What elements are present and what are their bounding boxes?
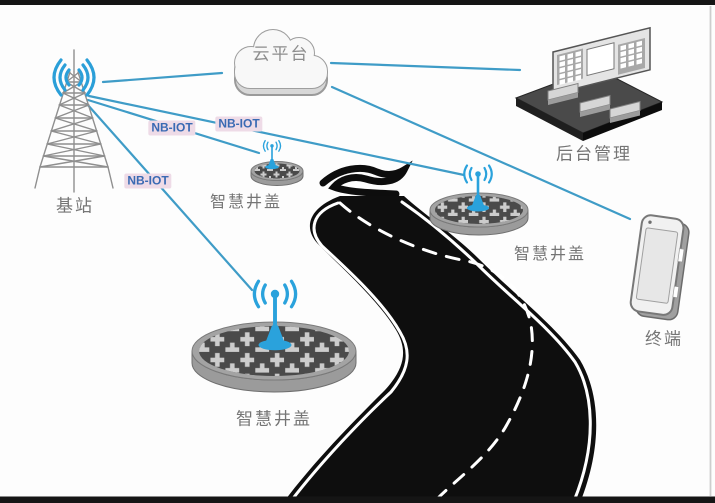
smart-manhole-label-bottom: 智慧井盖 bbox=[236, 409, 312, 429]
cloud-icon bbox=[234, 29, 328, 96]
phone-camera-dot bbox=[648, 220, 652, 224]
road-surface bbox=[283, 196, 597, 503]
road-far-squiggle bbox=[319, 160, 413, 198]
line-cloud-terminal bbox=[330, 85, 632, 221]
line-tower-manhole-right bbox=[87, 94, 466, 177]
radio-tower-icon bbox=[34, 49, 114, 193]
smartphone-icon bbox=[629, 214, 690, 321]
manhole-cover-antenna-icon bbox=[429, 164, 529, 236]
nbiot-link-label: NB-IOT bbox=[148, 120, 196, 136]
line-cloud-backend bbox=[329, 61, 522, 72]
base-station-label: 基站 bbox=[56, 196, 94, 216]
cloud-platform-label: 云平台 bbox=[252, 44, 310, 64]
signal-waves-icon bbox=[52, 58, 96, 97]
connection-lines bbox=[85, 61, 632, 292]
line-tower-manhole-bottom bbox=[85, 102, 254, 292]
road-center-dashed-line bbox=[338, 201, 534, 501]
bottom-border-bar bbox=[0, 496, 715, 503]
road-illustration bbox=[283, 160, 597, 503]
backend-management-label: 后台管理 bbox=[556, 144, 632, 164]
nbiot-link-label: NB-IOT bbox=[124, 173, 172, 189]
line-tower-cloud bbox=[101, 71, 224, 84]
road-right-edge-line bbox=[400, 200, 592, 503]
top-border-bar bbox=[0, 0, 715, 5]
smart-manhole-label-top: 智慧井盖 bbox=[209, 194, 283, 211]
manhole-cover-antenna-icon bbox=[191, 279, 357, 393]
nbiot-link-label: NB-IOT bbox=[215, 116, 263, 132]
smart-manhole-label-right: 智慧井盖 bbox=[513, 246, 587, 263]
manhole-cover-antenna-icon bbox=[250, 139, 304, 186]
control-room-icon bbox=[514, 26, 664, 141]
road-left-edge-line bbox=[289, 201, 409, 503]
terminal-label: 终端 bbox=[645, 329, 683, 349]
